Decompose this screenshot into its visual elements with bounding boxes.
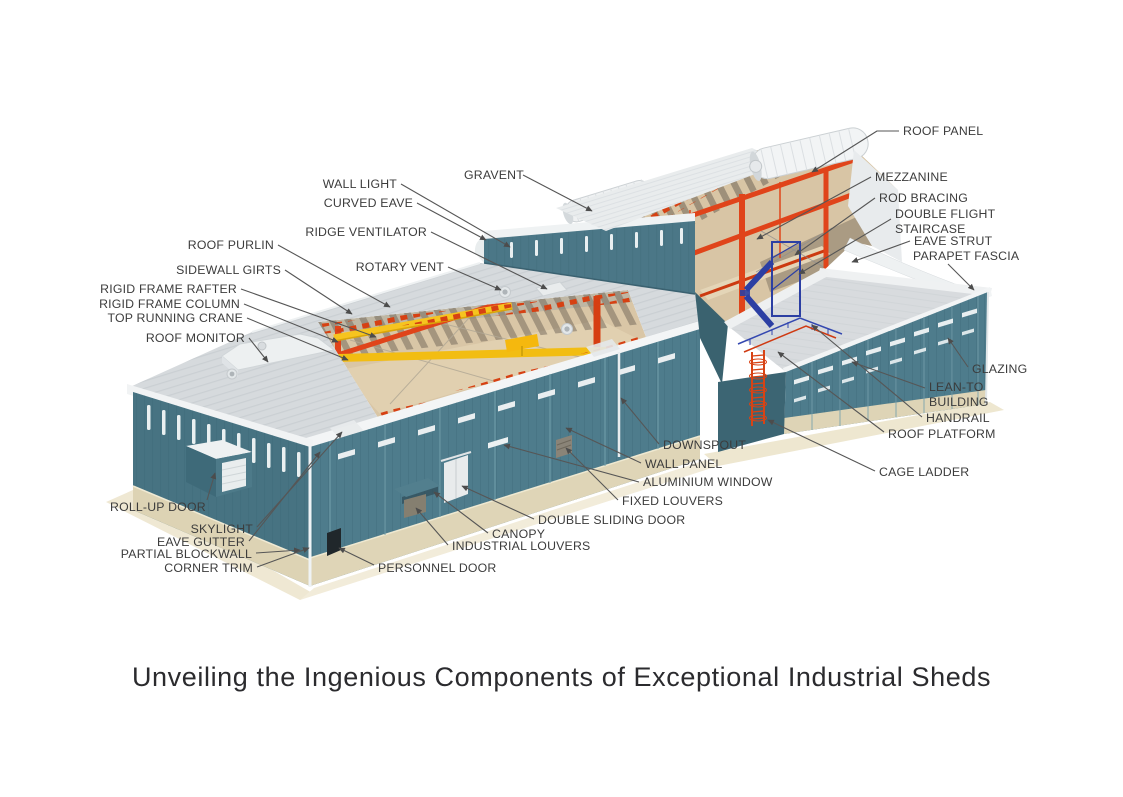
label-roof-panel: ROOF PANEL — [903, 124, 983, 138]
leader-line-ridge-ventilator — [430, 231, 548, 290]
label-double-sliding-door: DOUBLE SLIDING DOOR — [538, 513, 685, 527]
lean-to-building-block — [718, 268, 992, 452]
skylight-panel-2 — [586, 339, 620, 357]
label-glazing: GLAZING — [972, 362, 1027, 376]
leader-line-top-running-crane — [246, 317, 349, 361]
leader-line-handrail — [811, 324, 923, 418]
leader-line-downspout — [620, 397, 660, 445]
cage-ladder-unit — [749, 350, 767, 426]
rotary-vent-domes — [226, 286, 573, 380]
label-aluminium-window: ALUMINIUM WINDOW — [643, 475, 773, 489]
leader-line-rotary-vent — [447, 266, 502, 291]
curved-eave-corner — [474, 237, 484, 263]
label-downspout: DOWNSPOUT — [663, 438, 746, 452]
leader-line-skylight — [256, 431, 343, 528]
leader-line-industrial-louvers — [415, 507, 449, 546]
leader-line-glazing — [947, 337, 969, 368]
leader-line-corner-trim — [256, 547, 310, 568]
leader-line-roof-platform — [777, 351, 885, 433]
leader-line-roof-purlin — [277, 244, 391, 308]
label-roof-purlin: ROOF PURLIN — [188, 238, 274, 252]
leader-line-gravent — [522, 174, 593, 212]
label-ridge-ventilator: RIDGE VENTILATOR — [305, 225, 427, 239]
page-title: Unveiling the Ingenious Components of Ex… — [131, 662, 992, 692]
label-roof-platform: ROOF PLATFORM — [888, 427, 996, 441]
leader-line-canopy — [433, 491, 489, 534]
glazing-row — [794, 308, 977, 385]
label-industrial-louvers: INDUSTRIAL LOUVERS — [452, 539, 590, 553]
label-wall-light: WALL LIGHT — [323, 177, 397, 191]
glazing-row-2 — [794, 328, 974, 403]
label-partial-blockwall: PARTIAL BLOCKWALL — [121, 547, 252, 561]
label-rigid-frame-column: RIGID FRAME COLUMN — [99, 297, 240, 311]
label-roof-monitor: ROOF MONITOR — [146, 331, 245, 345]
label-cage-ladder: CAGE LADDER — [879, 465, 969, 479]
label-skylight: SKYLIGHT — [191, 522, 254, 536]
handrail-unit — [737, 317, 843, 353]
leader-line-double-flight-staircase — [798, 218, 892, 275]
leader-line-lean-to-building — [851, 361, 926, 389]
label-eave-gutter: EAVE GUTTER — [157, 535, 245, 549]
label-gravent: GRAVENT — [464, 168, 524, 182]
wall-panel-joints — [329, 342, 659, 552]
wall-light-strips — [510, 228, 683, 258]
leader-line-wall-panel — [565, 427, 642, 464]
label-curved-eave: CURVED EAVE — [324, 196, 413, 210]
personnel-door-unit — [327, 528, 341, 556]
label-roll-up-door: ROLL-UP DOOR — [110, 500, 206, 514]
label-corner-trim: CORNER TRIM — [164, 561, 253, 575]
leader-line-parapet-fascia — [947, 263, 975, 291]
blockwall-band — [310, 436, 700, 586]
label-rod-bracing: ROD BRACING — [879, 191, 968, 205]
leader-line-rigid-frame-rafter — [240, 288, 377, 338]
leader-line-roof-monitor — [248, 337, 269, 363]
main-shed-front-wall — [308, 329, 701, 587]
parapet-fascia-band — [818, 268, 992, 296]
leader-line-fixed-louvers — [565, 447, 619, 501]
label-eave-strut: EAVE STRUT — [914, 234, 993, 248]
leader-lines-layer — [206, 130, 975, 568]
label-top-running-crane: TOP RUNNING CRANE — [108, 311, 244, 325]
label-fixed-louvers: FIXED LOUVERS — [622, 494, 723, 508]
label-handrail: HANDRAIL — [926, 411, 990, 425]
leader-line-mezzanine — [756, 176, 872, 240]
roll-up-door-unit — [186, 440, 252, 497]
leader-line-partial-blockwall — [255, 547, 301, 554]
leader-line-rigid-frame-column — [243, 303, 339, 343]
label-personnel-door: PERSONNEL DOOR — [378, 561, 497, 575]
label-wall-panel: WALL PANEL — [645, 457, 722, 471]
ridge-ventilator-unit — [535, 281, 568, 297]
rear-right-roof-wedge — [848, 150, 902, 262]
leader-line-wall-light — [400, 183, 511, 248]
crane-trolley — [505, 334, 539, 352]
leader-line-cage-ladder — [767, 419, 876, 472]
roof-purlins-red — [318, 292, 630, 334]
label-rotary-vent: ROTARY VENT — [356, 260, 445, 274]
double-flight-staircase-unit — [740, 241, 801, 328]
leader-line-sidewall-girts — [284, 269, 353, 315]
label-canopy: CANOPY — [492, 527, 545, 541]
main-shed-left-wall — [132, 392, 311, 586]
leader-line-eave-strut — [851, 240, 911, 263]
leader-line-double-sliding-door — [461, 485, 535, 520]
front-window-row — [338, 353, 675, 460]
leader-line-aluminium-window — [503, 443, 640, 483]
leader-line-eave-gutter — [248, 451, 321, 542]
label-rigid-frame-rafter: RIGID FRAME RAFTER — [100, 282, 237, 296]
labels-layer: ROOF PANEL MEZZANINE ROD BRACING DOUBLE FLI… — [99, 124, 1027, 575]
leader-line-roof-panel — [811, 130, 899, 173]
leader-line-roll-up-door — [206, 472, 217, 501]
partial-blockwall-band — [133, 486, 310, 586]
leader-line-personnel-door — [338, 547, 375, 566]
label-parapet-fascia: PARAPET FASCIA — [913, 249, 1020, 263]
label-mezzanine: MEZZANINE — [875, 170, 948, 184]
aluminium-window-unit — [488, 437, 508, 449]
leader-line-rod-bracing — [794, 197, 876, 256]
label-sidewall-girts: SIDEWALL GIRTS — [176, 263, 281, 277]
leader-line-curved-eave — [416, 202, 487, 241]
